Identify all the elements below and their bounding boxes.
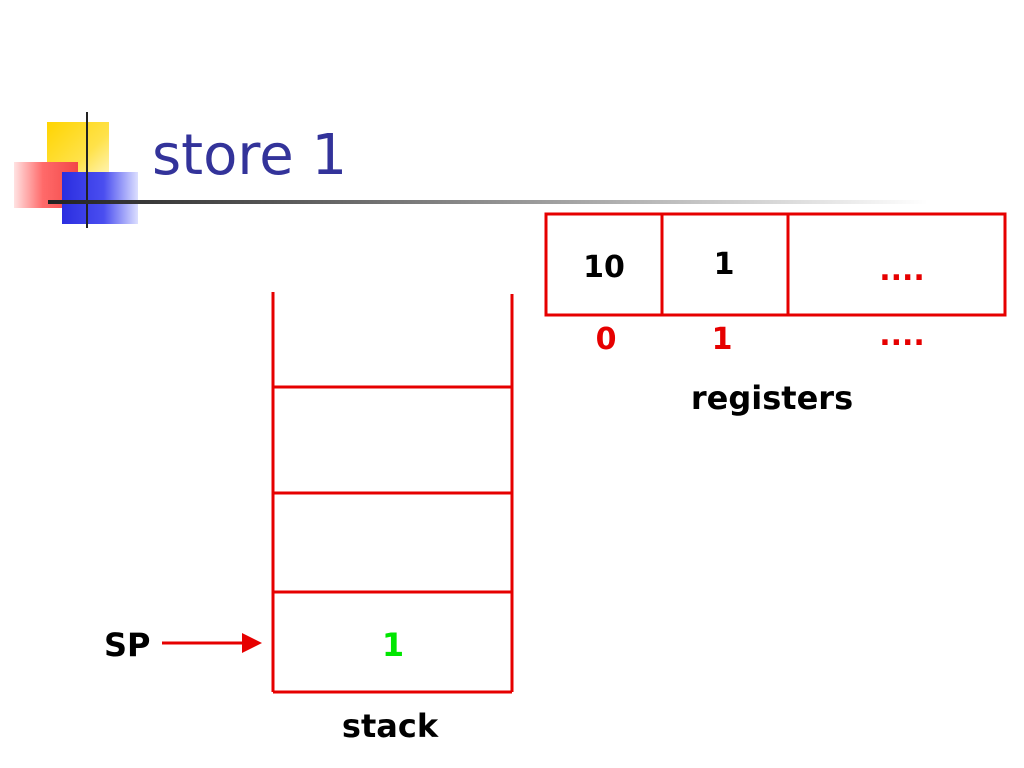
register-value-more: .... — [879, 253, 925, 288]
sp-arrow-head — [242, 633, 262, 653]
register-index-more: .... — [879, 318, 925, 353]
logo-vertical-line — [86, 112, 88, 228]
stack-caption: stack — [341, 707, 439, 745]
sp-label: SP — [104, 626, 151, 664]
logo-blue-square — [62, 172, 138, 224]
stack-cell-0 — [276, 320, 510, 356]
register-value-0: 10 — [583, 250, 625, 285]
registers-box — [544, 212, 1007, 317]
stack-cell-2 — [276, 524, 510, 560]
registers-caption: registers — [690, 379, 854, 417]
register-value-1: 1 — [713, 247, 735, 282]
stack-top-value: 1 — [381, 626, 405, 664]
slide-title: store 1 — [152, 123, 348, 188]
register-index-1: 1 — [711, 322, 733, 357]
register-index-0: 0 — [595, 322, 617, 357]
title-underline — [48, 200, 928, 204]
stack-cell-1 — [276, 422, 510, 458]
